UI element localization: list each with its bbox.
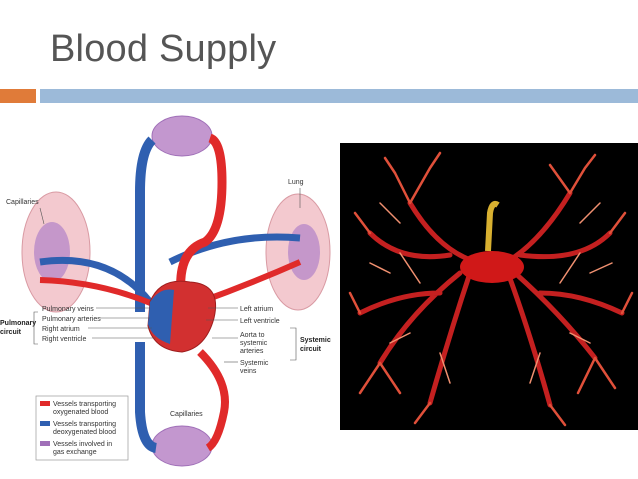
airway-cast [485, 201, 500, 252]
label-systemic-veins-2: veins [240, 368, 257, 375]
accent-bar-blue [40, 89, 638, 103]
label-aorta-1: Aorta to [240, 332, 265, 339]
aorta [176, 133, 227, 303]
slide-title: Blood Supply [50, 28, 277, 70]
label-pulmonary-arteries: Pulmonary arteries [42, 316, 101, 323]
legend-swatch-deoxygenated [40, 421, 50, 426]
label-lung: Lung [288, 179, 304, 186]
legend-oxygenated-line1: Vessels transporting [53, 401, 116, 408]
top-capillaries [151, 115, 213, 157]
accent-bar-orange [0, 89, 36, 103]
superior-vena-cava [135, 136, 156, 312]
legend-exchange-line1: Vessels involved in [53, 441, 112, 448]
legend-swatch-exchange [40, 441, 50, 446]
label-systemic-circuit-1: Systemic [300, 337, 331, 344]
label-aorta-3: arteries [240, 348, 264, 355]
legend-deoxygenated-line1: Vessels transporting [53, 421, 116, 428]
descending-aorta [197, 349, 229, 452]
legend-exchange-line2: gas exchange [53, 449, 97, 456]
right-lung-vessel-tree [502, 153, 634, 427]
label-right-ventricle: Right ventricle [42, 336, 86, 343]
label-pulmonary-circuit-2: circuit [0, 329, 22, 336]
heart-cast [460, 251, 524, 283]
circulation-diagram: Capillaries Lung Pulmonary veins Pulmona… [0, 115, 331, 467]
label-systemic-circuit-2: circuit [300, 346, 322, 353]
legend-oxygenated-line2: oxygenated blood [53, 409, 108, 416]
bottom-capillaries [151, 425, 213, 467]
legend-swatch-oxygenated [40, 401, 50, 406]
label-pulmonary-circuit-1: Pulmonary [0, 320, 36, 327]
inferior-vena-cava [135, 342, 158, 453]
lung-vasculature-photo [340, 143, 638, 430]
label-capillaries-bottom: Capillaries [170, 411, 203, 418]
heart-right-side [148, 289, 174, 344]
left-lung-vessel-tree [348, 151, 483, 425]
label-pulmonary-veins: Pulmonary veins [42, 306, 94, 313]
label-left-atrium: Left atrium [240, 306, 273, 313]
left-lung-capillaries [34, 222, 70, 282]
label-systemic-veins-1: Systemic [240, 360, 269, 367]
right-lung-capillaries [288, 224, 320, 280]
label-right-atrium: Right atrium [42, 326, 80, 333]
label-left-ventricle: Left ventricle [240, 318, 280, 325]
pulmonary-artery-left [39, 256, 153, 305]
legend-box [35, 395, 129, 461]
label-capillaries-top-left: Capillaries [6, 199, 39, 206]
legend-deoxygenated-line2: deoxygenated blood [53, 429, 116, 436]
label-aorta-2: systemic [240, 340, 268, 347]
